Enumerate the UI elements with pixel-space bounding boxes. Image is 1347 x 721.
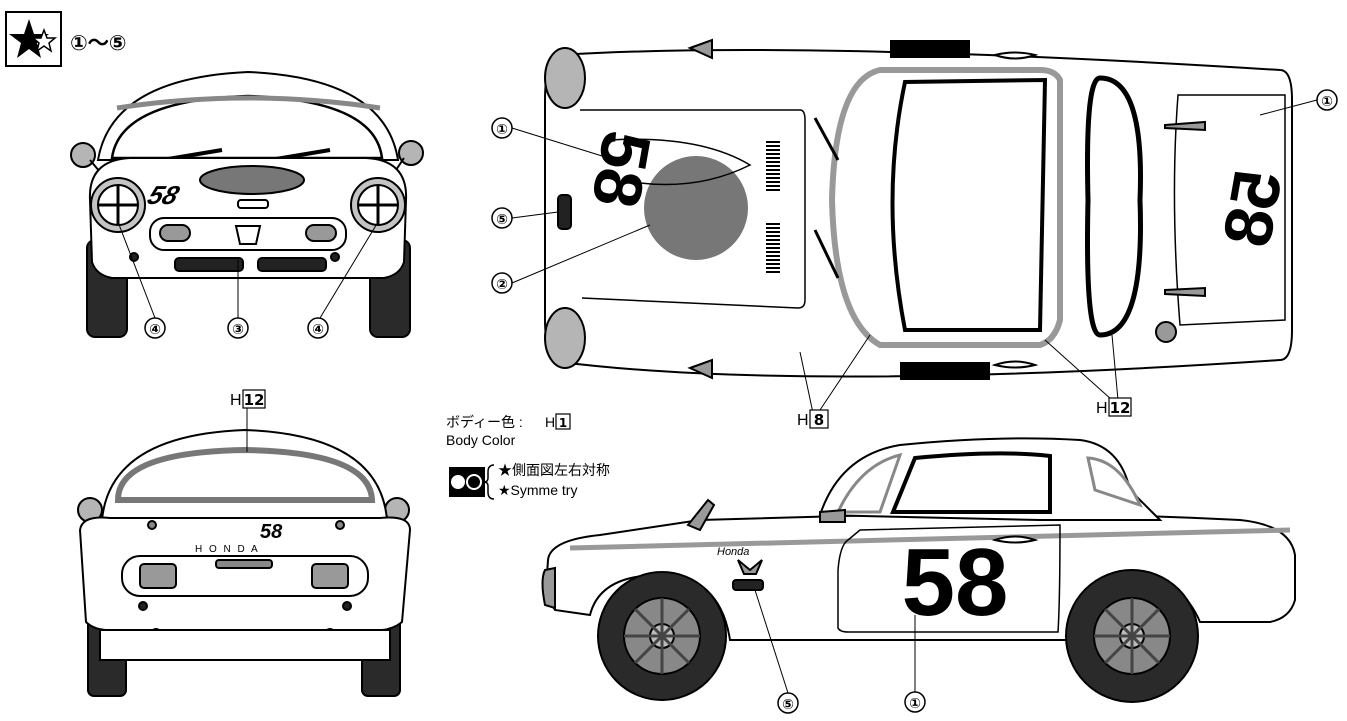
side-callout-5: ⑤ <box>782 697 794 713</box>
rear-race-number: 58 <box>260 521 283 543</box>
side-race-number: 58 <box>902 529 1009 636</box>
small-star-icon <box>30 27 58 53</box>
symmetry-note-en: ★Symme try <box>498 482 577 498</box>
body-color-paint-prefix: H <box>545 414 555 430</box>
top-callout-2: ② <box>496 277 508 293</box>
body-color-paint-h1: 1 <box>559 416 567 430</box>
top-paint-h12: 12 <box>1110 399 1131 417</box>
symmetry-note-jp: ★側面図左右対称 <box>498 462 610 478</box>
star-icon <box>9 19 49 58</box>
side-view <box>541 437 1296 703</box>
front-callouts <box>117 221 379 319</box>
rear-view <box>77 428 412 697</box>
side-callout-1: ① <box>909 696 921 712</box>
rear-paint-prefix: H <box>230 392 242 409</box>
rear-paint-h12: 12 <box>244 391 265 409</box>
rear-brand-text: H O N D A <box>195 544 260 555</box>
top-callout-5: ⑤ <box>496 212 508 228</box>
top-paint-prefix-h8: H <box>797 412 809 429</box>
symmetry-icon <box>449 464 495 500</box>
top-trunk-race-number: 58 <box>1209 164 1297 252</box>
body-color-label-jp: ボディー色 : <box>446 414 523 430</box>
top-view <box>544 38 1293 380</box>
top-paint-prefix-h12: H <box>1096 400 1108 417</box>
top-callout-1-hood: ① <box>496 122 508 138</box>
legend-range-label: ①～⑤ <box>70 31 127 55</box>
decal-legend: ①～⑤ <box>5 11 127 67</box>
top-paint-h8: 8 <box>814 411 824 429</box>
top-callout-1-trunk: ① <box>1321 94 1333 110</box>
front-callout-4-right: ④ <box>312 322 324 338</box>
front-callout-3: ③ <box>232 322 244 338</box>
front-view <box>70 70 424 338</box>
front-callout-4-left: ④ <box>149 322 161 338</box>
side-brand-script: Honda <box>717 546 749 558</box>
top-hood-race-number: 58 <box>577 125 665 213</box>
body-color-label-en: Body Color <box>446 432 516 448</box>
